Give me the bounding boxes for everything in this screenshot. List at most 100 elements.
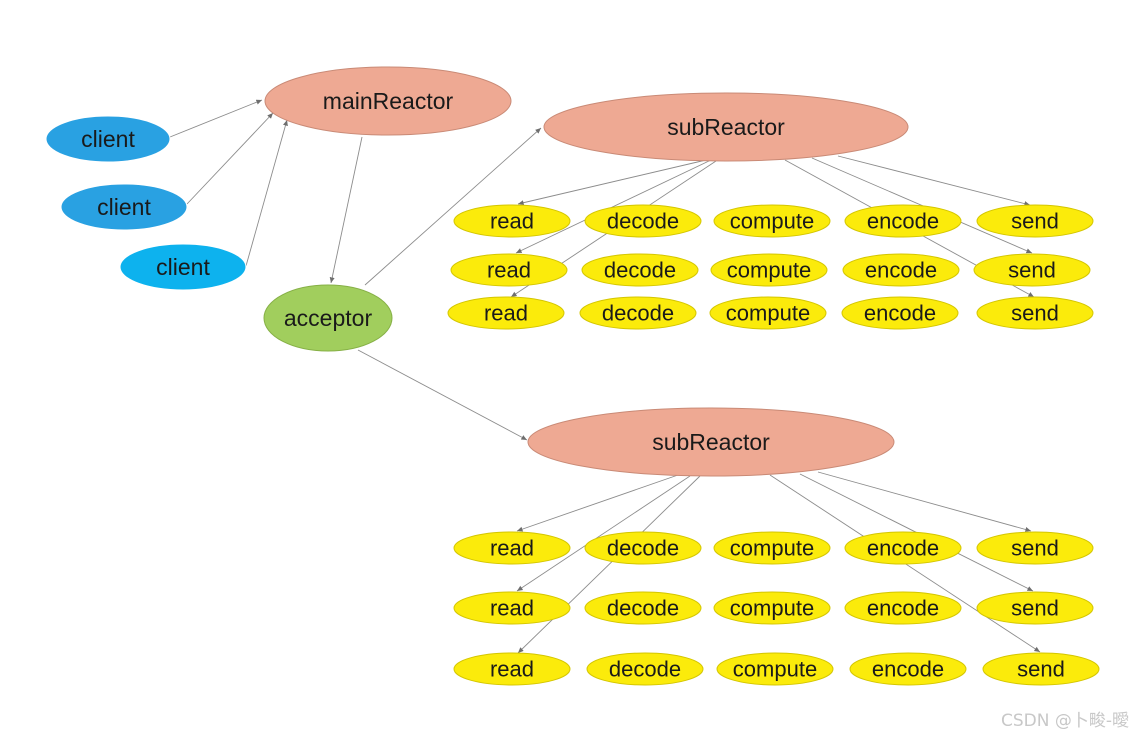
edge-mainreactor-to-acceptor [329,136,363,284]
client-node-1-shape [45,115,171,163]
task-send-g2-r3-label: send [1017,657,1065,682]
task-compute-g2-r2-label: compute [730,596,814,621]
task-decode-g2-r2-shape [584,591,702,625]
task-encode-g1-r3-shape [841,296,959,330]
task-read-g1-r3-shape [447,296,565,330]
task-send-g1-r3-shape [976,296,1094,330]
task-decode-g2-r1-label: decode [607,536,679,561]
task-read-g1-r2: read [450,253,568,287]
task-read-g2-r1-shape [453,531,571,565]
task-send-g2-r1: send [976,531,1094,565]
edge-client-2-to-mainreactor [186,112,274,205]
edge-acceptor-to-subreactor-1 [364,127,542,286]
task-compute-g1-r3: compute [709,296,827,330]
task-decode-g1-r3-shape [579,296,697,330]
subreactor-node-1: subReactor [543,92,909,162]
edge-subreactor-2-to-read-2 [516,475,691,592]
edge-subreactor-1-to-send-1 [837,155,1031,207]
task-encode-g2-r2-label: encode [867,596,939,621]
task-encode-g2-r3-label: encode [872,657,944,682]
mainreactor-node-shape [264,66,512,136]
task-compute-g1-r3-label: compute [726,301,810,326]
watermark: CSDN @卜畯-曖 [1000,711,1129,731]
task-encode-g1-r2-label: encode [865,258,937,283]
task-encode-g1-r2-shape [842,253,960,287]
task-send-g1-r3: send [976,296,1094,330]
task-decode-g1-r1-shape [584,204,702,238]
task-read-g1-r2-shape [450,253,568,287]
task-decode-g1-r3-label: decode [602,301,674,326]
task-encode-g1-r3-label: encode [864,301,936,326]
task-encode-g2-r3-shape [849,652,967,686]
client-node-2-label: client [97,194,151,220]
task-compute-g1-r1-shape [713,204,831,238]
edge-subreactor-2-to-send-1 [817,471,1032,532]
task-decode-g1-r2-label: decode [604,258,676,283]
task-encode-g2-r2-shape [844,591,962,625]
mainreactor-node-label: mainReactor [323,88,454,114]
task-decode-g1-r1-label: decode [607,209,679,234]
task-compute-g2-r2: compute [713,591,831,625]
task-decode-g2-r1: decode [584,531,702,565]
edges-layer [169,99,1041,654]
task-send-g2-r2: send [976,591,1094,625]
task-send-g1-r3-label: send [1011,301,1059,326]
task-compute-g2-r1-shape [713,531,831,565]
nodes-layer: client client client mainReactor acceptor sub… [45,66,1100,686]
task-compute-g1-r1: compute [713,204,831,238]
subreactor-node-2-shape [527,407,895,477]
task-compute-g1-r3-shape [709,296,827,330]
task-decode-g2-r3-label: decode [609,657,681,682]
task-encode-g2-r3: encode [849,652,967,686]
task-read-g1-r1: read [453,204,571,238]
client-node-3-shape [119,243,247,291]
task-read-g2-r3-label: read [490,657,534,682]
task-encode-g1-r3: encode [841,296,959,330]
task-send-g2-r2-label: send [1011,596,1059,621]
task-compute-g2-r1: compute [713,531,831,565]
client-node-2: client [60,183,188,231]
task-send-g1-r1-shape [976,204,1094,238]
task-encode-g2-r1-shape [844,531,962,565]
task-read-g1-r1-shape [453,204,571,238]
client-node-1: client [45,115,171,163]
task-read-g1-r2-label: read [487,258,531,283]
task-decode-g2-r2: decode [584,591,702,625]
task-send-g1-r1: send [976,204,1094,238]
task-compute-g1-r2: compute [710,253,828,287]
task-send-g2-r1-label: send [1011,536,1059,561]
task-read-g2-r1-label: read [490,536,534,561]
task-compute-g2-r3-label: compute [733,657,817,682]
task-compute-g2-r3: compute [716,652,834,686]
task-read-g2-r2: read [453,591,571,625]
edge-acceptor-to-subreactor-2 [357,349,528,441]
task-decode-g2-r2-label: decode [607,596,679,621]
acceptor-node-label: acceptor [284,305,373,331]
subreactor-node-2: subReactor [527,407,895,477]
client-node-3: client [119,243,247,291]
edge-subreactor-1-to-read-1 [517,159,707,206]
task-encode-g2-r1: encode [844,531,962,565]
subreactor-node-1-label: subReactor [667,114,785,140]
task-decode-g1-r2-shape [581,253,699,287]
task-send-g2-r3: send [982,652,1100,686]
task-send-g2-r3-shape [982,652,1100,686]
acceptor-node-shape [263,284,393,352]
task-encode-g1-r1: encode [844,204,962,238]
task-send-g1-r2-label: send [1008,258,1056,283]
task-decode-g2-r1-shape [584,531,702,565]
client-node-1-label: client [81,126,135,152]
task-read-g1-r1-label: read [490,209,534,234]
task-read-g1-r3: read [447,296,565,330]
edge-client-1-to-mainreactor [169,99,263,138]
edge-subreactor-2-to-read-3 [517,475,701,654]
subreactor-node-2-label: subReactor [652,429,770,455]
client-node-2-shape [60,183,188,231]
task-decode-g1-r1: decode [584,204,702,238]
task-send-g2-r2-shape [976,591,1094,625]
task-read-g2-r2-shape [453,591,571,625]
task-encode-g1-r2: encode [842,253,960,287]
task-compute-g2-r3-shape [716,652,834,686]
task-read-g2-r1: read [453,531,571,565]
